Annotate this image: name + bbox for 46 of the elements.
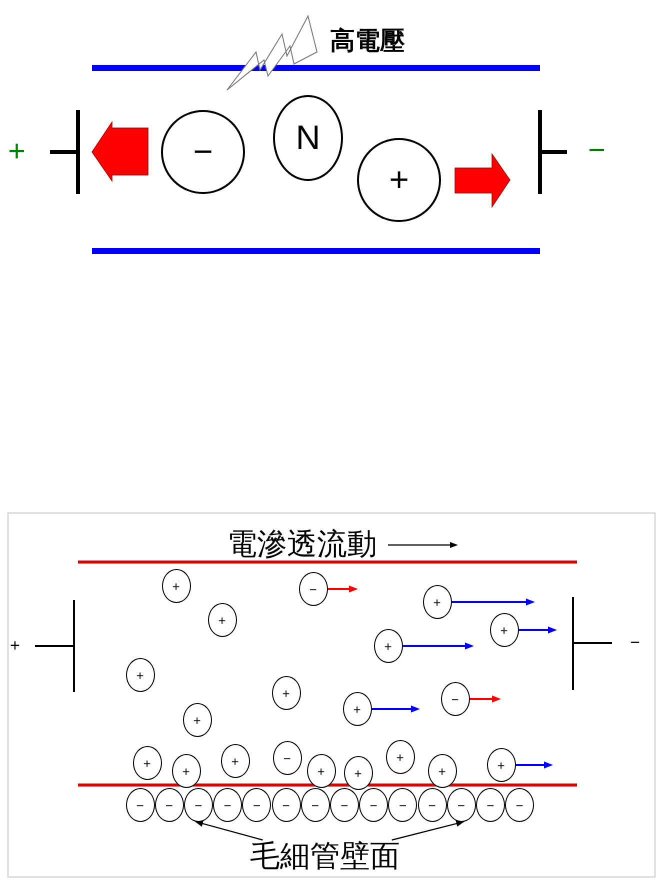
flow-label: 電滲透流動 [227,530,377,560]
polarity-sign: − [588,136,606,166]
particle-circle: + [357,138,441,222]
particle-circle: − [298,572,328,606]
particle-circle: + [344,756,372,790]
particle-circle: − [476,788,505,822]
particle-circle: − [213,788,242,822]
particle-circle: + [172,754,200,788]
particle-circle: + [386,740,414,774]
particle-circle: − [242,788,272,822]
polarity-sign: − [630,634,640,651]
particle-circle: + [126,658,154,692]
particle-circle: N [273,95,343,181]
particle-circle: − [330,788,359,822]
particle-circle: − [505,788,534,822]
particle-circle: − [440,682,470,716]
particle-circle: − [418,788,446,822]
particle-circle: + [486,748,516,782]
particle-circle: − [446,788,476,822]
particle-circle: + [220,744,250,778]
particle-circle: − [161,110,245,194]
particle-circle: + [422,585,452,619]
particle-circle: + [208,603,236,637]
particle-circle: − [272,788,300,822]
particle-circle: + [428,754,456,788]
particle-circle: − [300,788,330,822]
leader-line [194,820,263,841]
leader-line [392,820,464,841]
particle-circle: + [490,613,518,647]
wall-label: 毛細管壁面 [244,840,406,874]
voltage-label: 高電壓 [330,28,405,54]
particle-circle: − [184,788,213,822]
particle-circle: − [126,788,154,822]
particle-circle: + [182,703,212,737]
particle-circle: + [162,569,190,603]
particle-circle: + [306,754,336,788]
polarity-sign: + [10,636,20,654]
particle-circle: + [272,676,300,710]
particle-circle: − [154,788,184,822]
particle-circle: + [132,746,162,780]
particle-circle: − [359,788,388,822]
polarity-sign: + [8,136,26,166]
particle-circle: + [374,629,402,663]
particle-circle: + [342,692,372,726]
particle-circle: − [272,741,302,775]
particle-circle: − [388,788,418,822]
